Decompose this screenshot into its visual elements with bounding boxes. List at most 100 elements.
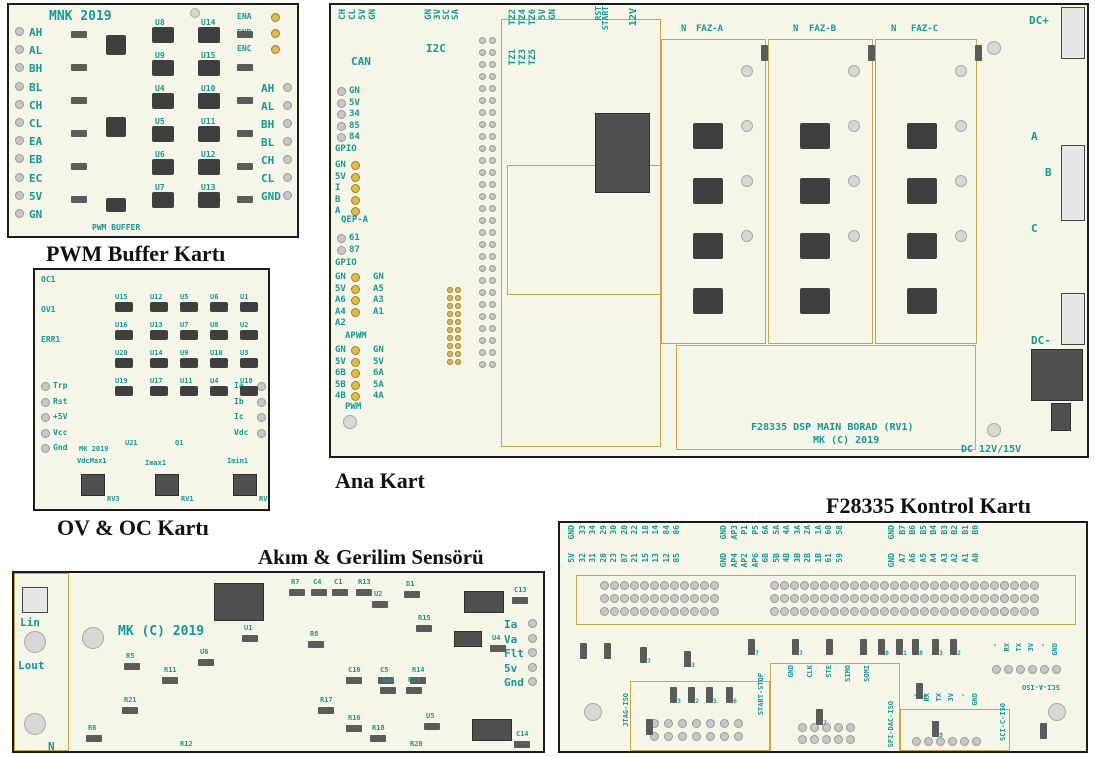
- pin-label-15: 15: [640, 553, 650, 563]
- component-body: [792, 639, 799, 655]
- header-pin: [489, 301, 496, 308]
- pin-pad: [283, 137, 292, 146]
- edge-connector-pin: [620, 581, 629, 590]
- edge-connector-pin: [780, 581, 789, 590]
- pin-label-ec: EC: [29, 171, 43, 185]
- sci-a-pin: [1028, 665, 1037, 674]
- shunt-resistor: [761, 45, 768, 61]
- chip-label: U20: [115, 349, 128, 357]
- pin-label-cl: CL: [29, 117, 43, 130]
- component-ref: R5: [126, 652, 135, 660]
- pin-label-tz1: TZ1: [508, 49, 518, 66]
- header-pin: [479, 301, 486, 308]
- component-body: [684, 651, 691, 667]
- pin-label-58: 58: [834, 525, 844, 535]
- edge-connector-pin: [1000, 594, 1009, 603]
- pin-label-a5: A5: [373, 283, 384, 294]
- spi-header-pin: [834, 723, 843, 732]
- header-pin: [455, 351, 461, 357]
- chip-label: U11: [180, 377, 193, 385]
- edge-connector-pin: [660, 607, 669, 616]
- header-pin: [455, 327, 461, 333]
- component-body: [706, 687, 713, 703]
- pin-pad: [15, 154, 24, 164]
- pin-label-gnd: Gnd: [504, 676, 524, 689]
- comparator-chip: [240, 358, 258, 368]
- pin-label-sa: SA: [451, 9, 461, 20]
- pin-pad: [351, 392, 360, 401]
- header-pin: [447, 359, 453, 365]
- header-pin: [489, 181, 496, 188]
- pin-label-b4: B4: [929, 525, 938, 535]
- pin-pad: [41, 382, 50, 391]
- ana-fuse: [1051, 403, 1071, 431]
- pin-label-32: 32: [577, 553, 587, 563]
- pwm-resistor: [71, 31, 87, 38]
- edge-connector-pin: [770, 581, 779, 590]
- component-ref: D1: [406, 580, 415, 588]
- component-body: [380, 687, 396, 694]
- pin-label-87: 87: [349, 244, 360, 255]
- edge-connector-pin: [610, 581, 619, 590]
- akim-c13-cap: [464, 591, 504, 613]
- pwm-chip-u2: [106, 198, 126, 212]
- edge-connector-pin: [970, 594, 979, 603]
- chip-label: U6: [210, 293, 219, 301]
- header-pin: [455, 343, 461, 349]
- ana-mount-hole-2: [987, 41, 1001, 55]
- header-pin: [447, 335, 453, 341]
- component-ref: U1: [244, 624, 253, 632]
- pin-label-1a: 1A: [813, 525, 823, 535]
- edge-connector-pin: [820, 594, 829, 603]
- component-body: [688, 687, 695, 703]
- sci-a-pin: [1052, 665, 1061, 674]
- ovoc-imax-label: Imax1: [145, 459, 167, 467]
- pin-label-59: 59: [834, 553, 844, 563]
- header-pin: [479, 157, 486, 164]
- pwm-resistor: [237, 97, 253, 104]
- pwm-resistor: [237, 64, 253, 71]
- component-body: [318, 707, 334, 714]
- pin-label-14: 14: [651, 525, 660, 535]
- pin-label-cl: CL: [348, 9, 358, 20]
- ana-phase-terminal: [1061, 145, 1085, 221]
- pin-label-4a: 4A: [782, 525, 791, 535]
- header-pin: [479, 277, 486, 284]
- mosfet-hole: [955, 175, 967, 187]
- edge-connector-pin: [950, 581, 959, 590]
- pin-label-1b: 1B: [813, 553, 823, 563]
- edge-connector-pin: [950, 594, 959, 603]
- akim-left-zone: [14, 573, 69, 751]
- chip-label: U10: [210, 349, 223, 357]
- header-pin: [479, 229, 486, 236]
- edge-connector-pin: [900, 594, 909, 603]
- pin-pad: [351, 357, 360, 367]
- pin-label-tz5: TZ5: [528, 49, 538, 66]
- pin-label-4b: 4B: [782, 553, 791, 563]
- sci-a-pin-label: 3V: [1027, 643, 1035, 652]
- gate-driver-chip: [693, 178, 723, 204]
- pin-label-b7: B7: [897, 525, 907, 535]
- pin-label-gn: GN: [373, 272, 384, 282]
- pin-label-a3: A3: [373, 295, 384, 305]
- sci-c-pin: [924, 737, 933, 746]
- edge-connector-pin: [830, 594, 839, 603]
- edge-connector-pin: [930, 594, 939, 603]
- mosfet-hole: [955, 65, 967, 77]
- chip-label: U7: [180, 321, 189, 329]
- component-ref: C4: [313, 578, 322, 586]
- chip-label: U21: [125, 439, 138, 447]
- edge-connector-pin: [680, 594, 689, 603]
- pin-label-5v: 5V: [358, 9, 368, 20]
- pin-label-bh: BH: [261, 118, 275, 131]
- pin-label-6b: 6B: [335, 368, 346, 378]
- edge-connector-pin: [980, 607, 989, 616]
- chip-label: U7: [155, 183, 165, 192]
- edge-connector-pin: [980, 581, 989, 590]
- pin-label-a6: A6: [908, 553, 917, 563]
- pin-label-gnd: GND: [887, 553, 896, 568]
- pin-pad: [528, 633, 537, 643]
- edge-connector-pin: [890, 594, 899, 603]
- ana-dc-plus-terminal: [1061, 7, 1085, 59]
- edge-connector-pin: [600, 607, 609, 616]
